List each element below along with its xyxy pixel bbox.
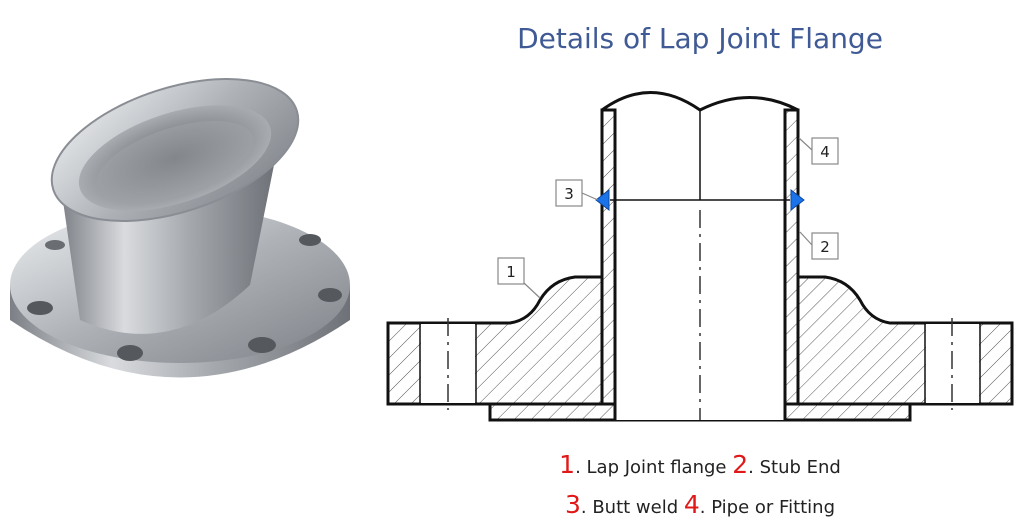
butt-weld-right	[790, 188, 805, 212]
callout-label-2: 2	[820, 238, 830, 256]
bolt-hole	[318, 288, 342, 302]
legend-line-1: 1. Lap Joint flange 2. Stub End	[470, 450, 930, 479]
butt-weld-left	[595, 188, 610, 212]
callout-box-3	[555, 179, 583, 207]
callout-leader-4	[798, 137, 813, 151]
bolt-hole	[299, 234, 321, 246]
legend-line-2: 3. Butt weld 4. Pipe or Fitting	[470, 490, 930, 519]
flange-rim-side	[10, 285, 350, 378]
flange-photo	[10, 77, 350, 378]
legend-number: 4	[683, 490, 700, 519]
legend-text: . Butt weld	[580, 497, 684, 518]
bolt-hole	[27, 301, 53, 315]
legend-text: . Lap Joint flange	[575, 457, 733, 478]
callout-label-4: 4	[820, 143, 830, 161]
legend-number: 2	[732, 450, 749, 479]
callout-leader-2	[799, 231, 813, 246]
bolt-hole	[248, 337, 276, 353]
legend-number: 1	[559, 450, 576, 479]
legend-text: . Stub End	[748, 457, 841, 478]
pipe-wall-right	[783, 108, 800, 406]
bolt-hole	[45, 240, 65, 250]
callout-label-3: 3	[564, 185, 574, 203]
diagram-title: Details of Lap Joint Flange	[517, 22, 883, 55]
callout-leader-1	[523, 282, 541, 299]
callout-box-1	[497, 257, 525, 285]
callout-label-1: 1	[506, 263, 516, 281]
legend-number: 3	[564, 490, 581, 519]
callout-box-2	[811, 232, 839, 260]
bolt-hole	[117, 345, 143, 361]
pipe-break-top	[601, 91, 799, 112]
legend-text: . Pipe or Fitting	[699, 497, 836, 518]
pipe-wall-left	[600, 108, 617, 406]
callout-box-4	[811, 137, 839, 165]
callout-leader-3	[581, 192, 599, 201]
bore-inner	[96, 120, 254, 204]
